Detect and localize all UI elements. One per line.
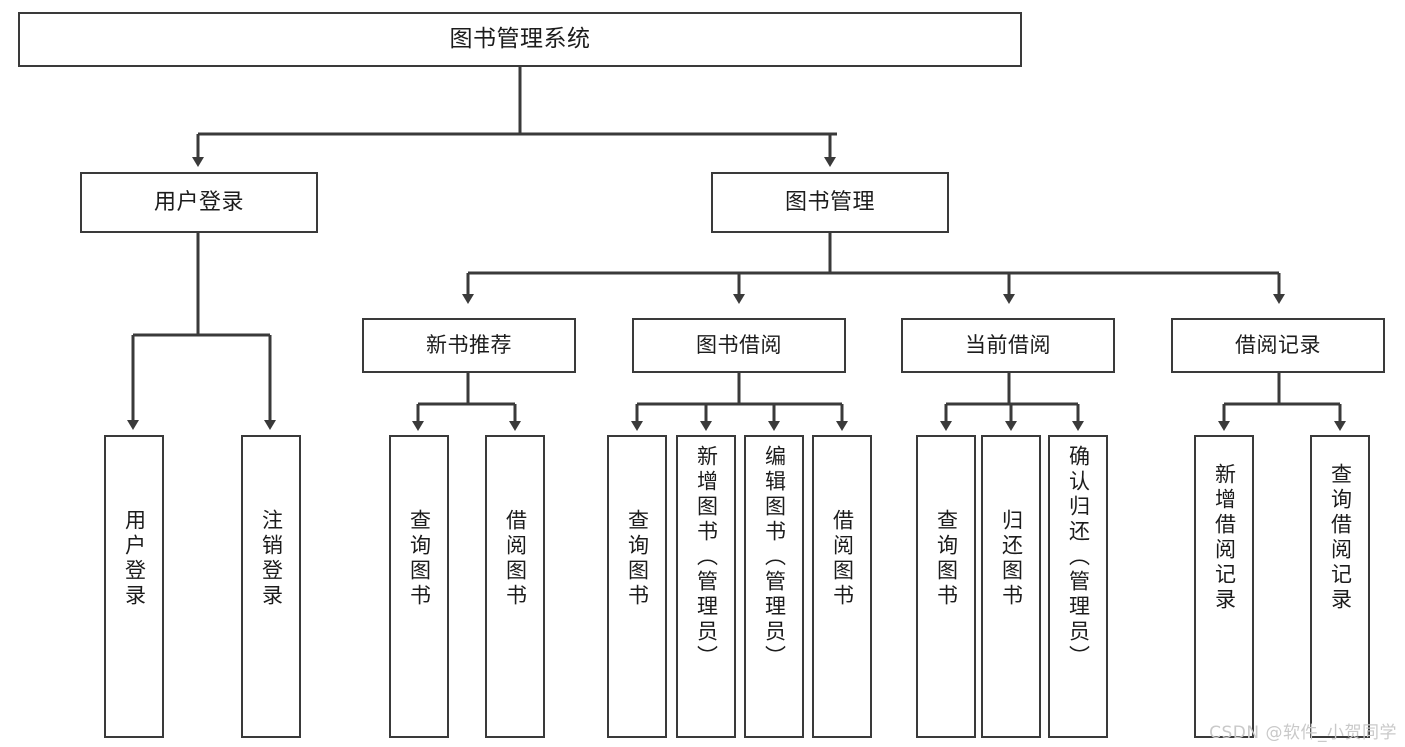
leaf-recommend-borrow-book-label: 借阅图书 (503, 509, 528, 609)
leaf-user-login[interactable]: 用户登录 (104, 435, 164, 738)
node-new-book-recommend[interactable]: 新书推荐 (362, 318, 576, 373)
node-book-management[interactable]: 图书管理 (711, 172, 949, 233)
node-book-borrow[interactable]: 图书借阅 (632, 318, 846, 373)
node-borrow-record[interactable]: 借阅记录 (1171, 318, 1385, 373)
leaf-confirm-return-admin[interactable]: 确认归还（管理员） (1048, 435, 1108, 738)
leaf-borrow-query-book-label: 查询图书 (625, 509, 650, 609)
leaf-add-book-admin[interactable]: 新增图书（管理员） (676, 435, 736, 738)
leaf-borrow-book[interactable]: 借阅图书 (812, 435, 872, 738)
leaf-logout[interactable]: 注销登录 (241, 435, 301, 738)
watermark: CSDN @软件_小贺同学 (1209, 723, 1397, 743)
node-current-borrow[interactable]: 当前借阅 (901, 318, 1115, 373)
leaf-return-book-label: 归还图书 (999, 509, 1024, 609)
leaf-query-borrow-record[interactable]: 查询借阅记录 (1310, 435, 1370, 738)
leaf-borrow-query-book[interactable]: 查询图书 (607, 435, 667, 738)
node-book-management-label: 图书管理 (784, 189, 875, 215)
node-book-borrow-label: 图书借阅 (696, 333, 782, 358)
node-new-book-recommend-label: 新书推荐 (426, 333, 512, 358)
leaf-add-borrow-record-label: 新增借阅记录 (1212, 463, 1237, 613)
leaf-recommend-query-book[interactable]: 查询图书 (389, 435, 449, 738)
leaf-user-login-label: 用户登录 (122, 509, 147, 609)
node-user-login-label: 用户登录 (153, 189, 244, 215)
leaf-borrow-book-label: 借阅图书 (830, 509, 855, 609)
node-user-login[interactable]: 用户登录 (80, 172, 318, 233)
leaf-query-borrow-record-label: 查询借阅记录 (1328, 463, 1353, 613)
leaf-edit-book-admin-label: 编辑图书（管理员） (762, 445, 787, 670)
leaf-recommend-borrow-book[interactable]: 借阅图书 (485, 435, 545, 738)
leaf-current-query-book-label: 查询图书 (934, 509, 959, 609)
leaf-logout-label: 注销登录 (259, 509, 284, 609)
leaf-current-query-book[interactable]: 查询图书 (916, 435, 976, 738)
leaf-return-book[interactable]: 归还图书 (981, 435, 1041, 738)
leaf-recommend-query-book-label: 查询图书 (407, 509, 432, 609)
leaf-confirm-return-admin-label: 确认归还（管理员） (1066, 445, 1091, 670)
node-current-borrow-label: 当前借阅 (965, 333, 1051, 358)
leaf-edit-book-admin[interactable]: 编辑图书（管理员） (744, 435, 804, 738)
leaf-add-book-admin-label: 新增图书（管理员） (694, 445, 719, 670)
node-root-book-management-system[interactable]: 图书管理系统 (18, 12, 1022, 67)
node-root-label: 图书管理系统 (449, 25, 591, 52)
node-borrow-record-label: 借阅记录 (1235, 333, 1321, 358)
leaf-add-borrow-record[interactable]: 新增借阅记录 (1194, 435, 1254, 738)
